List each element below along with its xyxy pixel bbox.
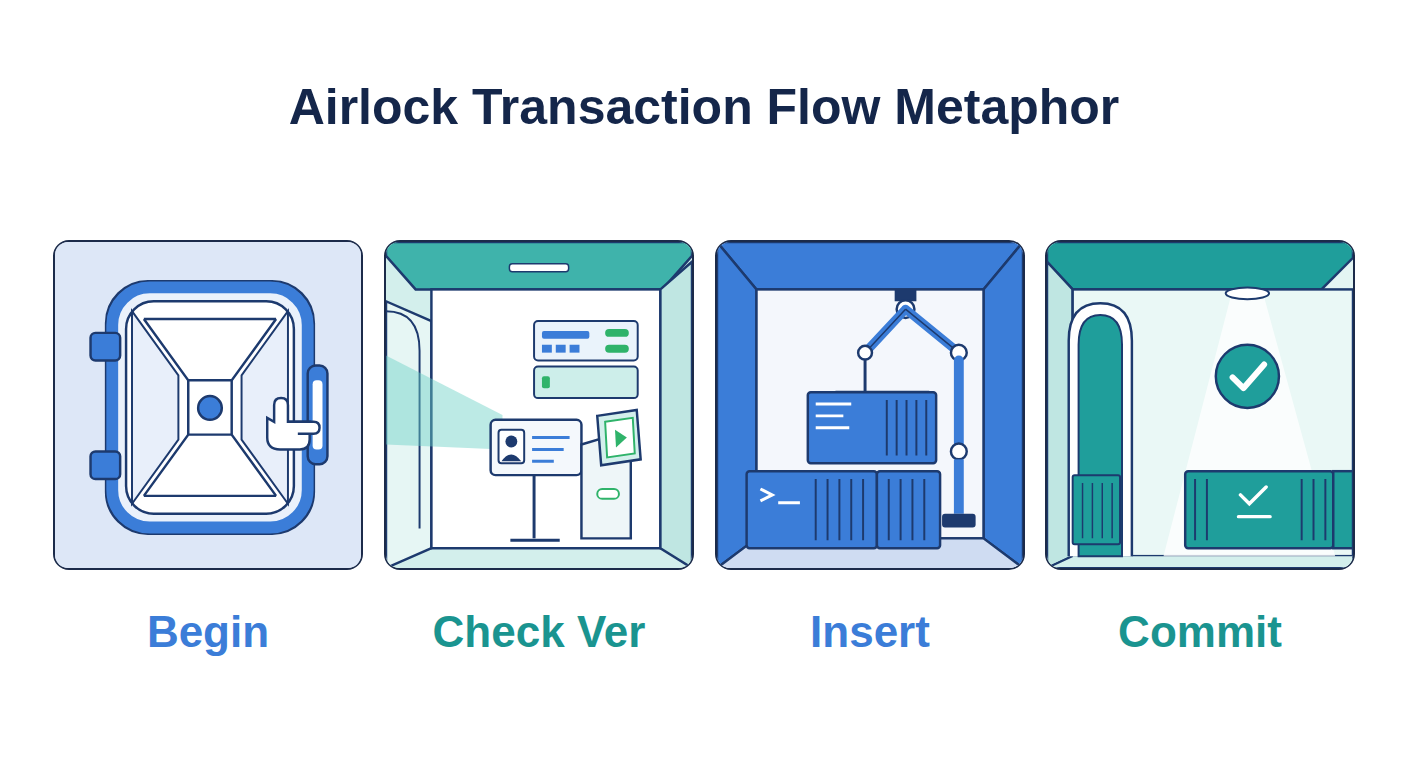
panel-illustration bbox=[717, 242, 1023, 568]
panel-illustration bbox=[1047, 242, 1353, 568]
commit-room-panel: Commit bbox=[1045, 240, 1355, 570]
step-label: Check Ver bbox=[366, 607, 712, 657]
diagram-title: Airlock Transaction Flow Metaphor bbox=[0, 78, 1408, 136]
id-check-panel: Check Ver bbox=[384, 240, 694, 570]
airlock-door-panel: Begin bbox=[53, 240, 363, 570]
step-label: Commit bbox=[1027, 607, 1373, 657]
panel-illustration bbox=[386, 242, 692, 568]
cargo-insert-panel: Insert bbox=[715, 240, 1025, 570]
step-label: Begin bbox=[35, 607, 381, 657]
panel-illustration bbox=[55, 242, 361, 568]
step-label: Insert bbox=[697, 607, 1043, 657]
